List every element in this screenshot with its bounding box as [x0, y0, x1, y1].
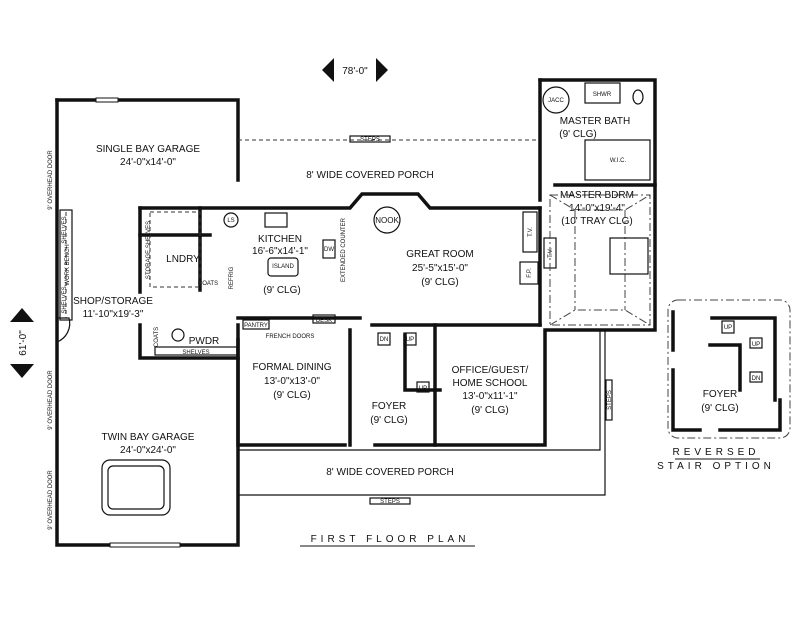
svg-text:DESK: DESK — [316, 318, 332, 324]
svg-text:8' WIDE COVERED PORCH: 8' WIDE COVERED PORCH — [326, 467, 453, 478]
svg-text:DN: DN — [380, 337, 389, 343]
bed-icon — [609, 237, 649, 275]
svg-text:COATS: COATS — [198, 281, 218, 287]
svg-text:UP: UP — [406, 337, 414, 343]
svg-text:T.V.: T.V. — [548, 248, 554, 258]
jacuzzi-icon — [542, 86, 570, 114]
svg-text:NOOK: NOOK — [375, 216, 399, 225]
fireplace — [519, 261, 539, 285]
svg-text:STORAGE SHELVES: STORAGE SHELVES — [146, 221, 152, 279]
kitchen-island — [267, 257, 299, 277]
svg-text:OFFICE/GUEST/: OFFICE/GUEST/ — [452, 365, 529, 376]
svg-text:(10' TRAY CLG): (10' TRAY CLG) — [561, 216, 632, 227]
svg-text:SHELVES: SHELVES — [182, 350, 209, 356]
svg-text:UP: UP — [724, 325, 732, 331]
svg-text:(9' CLG): (9' CLG) — [559, 129, 596, 140]
svg-text:T.V.: T.V. — [528, 227, 534, 237]
svg-text:REFRIG: REFRIG — [229, 266, 235, 289]
svg-text:DW: DW — [324, 247, 334, 253]
svg-text:STEPS: STEPS — [607, 390, 613, 410]
svg-text:SHWR: SHWR — [593, 92, 612, 98]
plan-title: FIRST FLOOR PLAN — [311, 534, 470, 545]
svg-text:GREAT ROOM: GREAT ROOM — [406, 249, 473, 260]
svg-text:STEPS: STEPS — [360, 137, 380, 143]
svg-text:STAIR OPTION: STAIR OPTION — [657, 461, 775, 472]
svg-text:24'-0"x24'-0": 24'-0"x24'-0" — [120, 445, 176, 456]
svg-text:16'-6"x14'-1": 16'-6"x14'-1" — [252, 246, 308, 257]
svg-text:61'-0": 61'-0" — [18, 330, 29, 356]
svg-text:13'-0"x13'-0": 13'-0"x13'-0" — [264, 376, 320, 387]
car-icon — [101, 459, 171, 516]
svg-text:FRENCH DOORS: FRENCH DOORS — [266, 334, 315, 340]
svg-text:UP: UP — [752, 342, 760, 348]
svg-text:(9' CLG): (9' CLG) — [701, 403, 738, 414]
svg-text:13'-0"x11'-1": 13'-0"x11'-1" — [462, 391, 518, 402]
overhead-door-label: 9' OVERHEAD DOOR — [48, 370, 54, 430]
svg-text:FORMAL DINING: FORMAL DINING — [252, 362, 331, 373]
reversed-stair-inset: UP UP DN FOYER (9' CLG) — [667, 299, 791, 439]
rear-steps — [349, 135, 391, 143]
nook-table — [373, 206, 401, 234]
svg-text:WORK BENCH: WORK BENCH — [65, 244, 71, 285]
svg-text:14'-0"x19'-4": 14'-0"x19'-4" — [569, 203, 625, 214]
svg-text:(9' CLG): (9' CLG) — [263, 285, 300, 296]
svg-text:25'-5"x15'-0": 25'-5"x15'-0" — [412, 263, 468, 274]
svg-text:HOME SCHOOL: HOME SCHOOL — [452, 378, 527, 389]
svg-text:78'-0": 78'-0" — [342, 66, 368, 77]
svg-text:TWIN BAY GARAGE: TWIN BAY GARAGE — [102, 432, 195, 443]
svg-text:SHOP/STORAGE: SHOP/STORAGE — [73, 296, 153, 307]
svg-text:FOYER: FOYER — [703, 389, 737, 400]
svg-text:(9' CLG): (9' CLG) — [471, 405, 508, 416]
svg-text:DN: DN — [752, 376, 761, 382]
svg-text:ISLAND: ISLAND — [272, 264, 294, 270]
svg-text:EXTENDED COUNTER: EXTENDED COUNTER — [341, 217, 347, 282]
svg-text:F.P.: F.P. — [527, 268, 533, 278]
overhead-door-label: 9' OVERHEAD DOOR — [48, 470, 54, 530]
svg-text:SHELVES: SHELVES — [62, 286, 68, 313]
svg-text:KITCHEN: KITCHEN — [258, 234, 302, 245]
svg-text:LNDRY: LNDRY — [166, 254, 200, 265]
svg-text:SINGLE BAY GARAGE: SINGLE BAY GARAGE — [96, 144, 200, 155]
front-steps — [369, 497, 411, 505]
svg-text:COATS: COATS — [154, 327, 160, 347]
svg-text:11'-10"x19'-3": 11'-10"x19'-3" — [83, 309, 144, 320]
svg-text:(9' CLG): (9' CLG) — [421, 277, 458, 288]
svg-text:LS: LS — [227, 218, 234, 224]
svg-text:JACC: JACC — [548, 98, 564, 104]
svg-text:UP: UP — [419, 386, 427, 392]
svg-text:W.I.C.: W.I.C. — [610, 158, 627, 164]
svg-text:24'-0"x14'-0": 24'-0"x14'-0" — [120, 157, 176, 168]
svg-text:(9' CLG): (9' CLG) — [273, 390, 310, 401]
svg-text:STEPS: STEPS — [380, 499, 400, 505]
svg-text:REVERSED: REVERSED — [672, 447, 759, 458]
range-icon — [264, 212, 288, 228]
width-dimension: 78'-0" — [322, 58, 388, 82]
svg-text:MASTER BATH: MASTER BATH — [560, 116, 630, 127]
svg-text:SHELVES: SHELVES — [62, 216, 68, 243]
overhead-door-label: 9' OVERHEAD DOOR — [48, 150, 54, 210]
svg-text:PANTRY: PANTRY — [244, 323, 268, 329]
svg-text:MASTER BDRM: MASTER BDRM — [560, 190, 634, 201]
svg-text:PWDR: PWDR — [189, 336, 220, 347]
svg-text:FOYER: FOYER — [372, 401, 406, 412]
depth-dimension: 61'-0" — [10, 308, 34, 378]
svg-text:(9' CLG): (9' CLG) — [370, 415, 407, 426]
svg-text:8' WIDE COVERED PORCH: 8' WIDE COVERED PORCH — [306, 170, 433, 181]
